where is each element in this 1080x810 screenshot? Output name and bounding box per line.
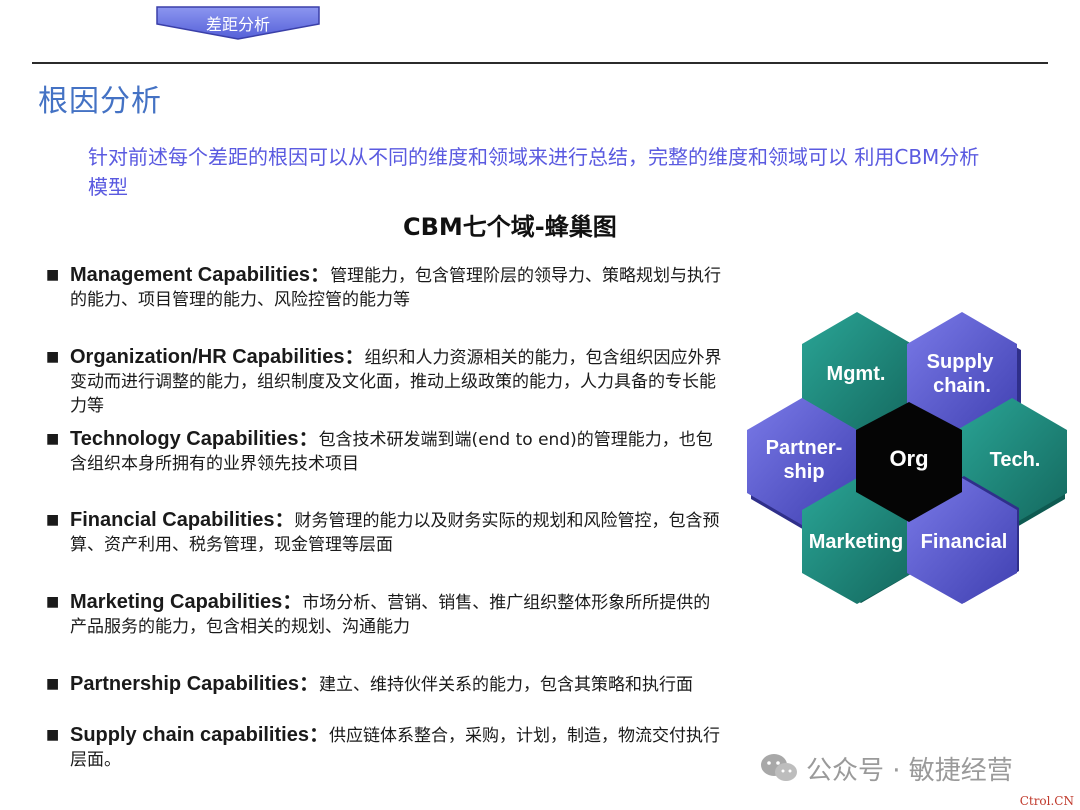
bullet-icon: ■ (46, 267, 60, 283)
capability-name: Financial Capabilities： (70, 509, 295, 531)
gap-analysis-tab[interactable]: 差距分析 (156, 6, 320, 40)
capability-desc: 供应链体系整合，采购，计划，制造，物流交付执行层面。 (70, 726, 720, 770)
capability-item-marketing: ■ Marketing Capabilities：市场分析、营销、销售、推广组织… (46, 591, 726, 639)
bullet-icon: ■ (46, 727, 60, 743)
tab-shape (156, 6, 320, 40)
hex-label-tech: Tech. (990, 449, 1041, 471)
hex-org (856, 402, 962, 522)
capability-desc: 管理能力，包含管理阶层的领导力、策略规划与执行的能力、项目管理的能力、风险控管的… (70, 266, 722, 310)
capability-desc: 包含技术研发端到端(end to end)的管理能力，也包含组织本身所拥有的业界… (70, 430, 713, 474)
bullet-icon: ■ (46, 431, 60, 447)
bullet-icon: ■ (46, 512, 60, 528)
hex-label-marketing: Marketing (809, 531, 903, 553)
watermark-text: 公众号 · 敏捷经营 (806, 755, 1013, 786)
capability-name: Marketing Capabilities： (70, 591, 303, 613)
capability-name: Supply chain capabilities： (70, 724, 329, 746)
hex-label-financial: Financial (921, 531, 1008, 553)
capability-name: Partnership Capabilities： (70, 673, 319, 695)
hex-label-partner-2: ship (783, 461, 824, 483)
hex-label-org: Org (889, 446, 928, 471)
header-divider (32, 62, 1048, 64)
cbm-honeycomb-diagram: Mgmt. Supply chain. Partner- ship Org Te… (747, 312, 1067, 604)
bullet-icon: ■ (46, 676, 60, 692)
bullet-icon: ■ (46, 349, 60, 365)
hex-label-supply-1: Supply (927, 351, 995, 373)
watermark: 公众号 · 敏捷经营 (760, 748, 1013, 788)
wechat-icon (761, 754, 797, 781)
capability-desc: 建立、维持伙伴关系的能力，包含其策略和执行面 (318, 675, 693, 695)
capability-desc: 市场分析、营销、销售、推广组织整体形象所所提供的产品服务的能力，包含相关的规划、… (70, 593, 711, 637)
bullet-icon: ■ (46, 594, 60, 610)
diagram-heading: CBM七个域-蜂巢图 (403, 213, 617, 241)
capability-item-partnership: ■ Partnership Capabilities：建立、维持伙伴关系的能力，… (46, 673, 726, 697)
page-title: 根因分析 (38, 84, 162, 119)
capability-name: Organization/HR Capabilities： (70, 346, 365, 368)
capability-name: Management Capabilities： (70, 264, 331, 286)
capability-item-organization: ■ Organization/HR Capabilities：组织和人力资源相关… (46, 346, 726, 418)
capability-item-technology: ■ Technology Capabilities：包含技术研发端到端(end … (46, 428, 726, 476)
capability-item-financial: ■ Financial Capabilities：财务管理的能力以及财务实际的规… (46, 509, 726, 557)
intro-text: 针对前述每个差距的根因可以从不同的维度和领域来进行总结，完整的维度和领域可以 利… (88, 145, 980, 199)
hex-label-mgmt: Mgmt. (827, 363, 886, 385)
hex-label-supply-2: chain. (933, 375, 991, 397)
hex-label-partner-1: Partner- (766, 437, 843, 459)
capability-desc: 组织和人力资源相关的能力，包含组织因应外界变动而进行调整的能力，组织制度及文化面… (70, 348, 722, 416)
hex-mgmt (802, 312, 916, 445)
capability-item-supply-chain: ■ Supply chain capabilities：供应链体系整合，采购，计… (46, 724, 726, 772)
hex-financial (907, 476, 1019, 604)
capability-item-management: ■ Management Capabilities：管理能力，包含管理阶层的领导… (46, 264, 726, 312)
corner-mark: Ctrol.CN (1019, 794, 1074, 808)
capability-desc: 财务管理的能力以及财务实际的规划和风险管控，包含预算、资产利用、税务管理，现金管… (70, 511, 720, 555)
tab-label: 差距分析 (205, 15, 270, 34)
capability-name: Technology Capabilities： (70, 428, 319, 450)
